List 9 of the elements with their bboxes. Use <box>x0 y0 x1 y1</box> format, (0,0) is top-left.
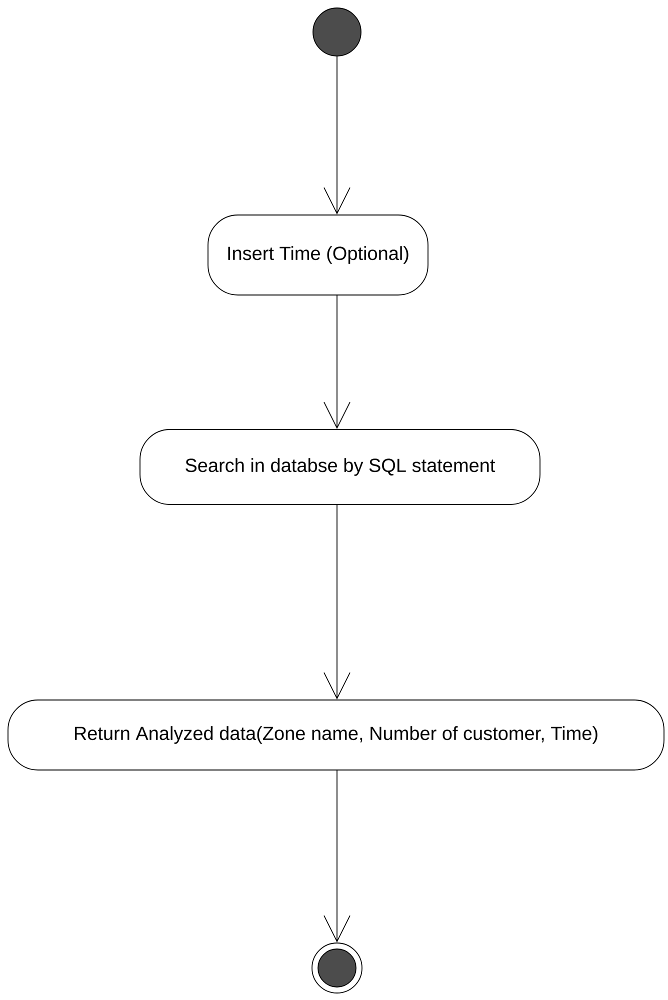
action-box: Insert Time (Optional) <box>208 214 428 296</box>
arrow <box>324 56 350 215</box>
arrow <box>324 504 350 700</box>
action-box: Search in databse by SQL statement <box>140 429 540 505</box>
start-node <box>312 8 362 56</box>
arrow <box>324 295 350 430</box>
end-node <box>312 942 362 994</box>
arrow <box>324 770 350 943</box>
action-box: Return Analyzed data(Zone name, Number of customer, Time) <box>8 700 664 770</box>
